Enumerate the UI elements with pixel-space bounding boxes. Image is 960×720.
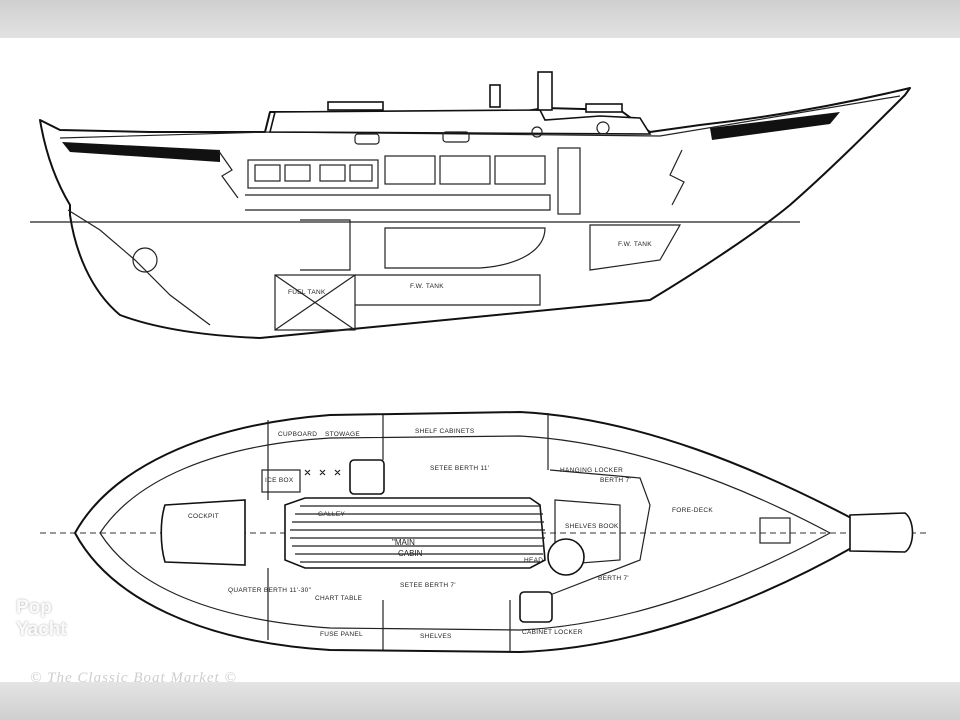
portlight-3 bbox=[531, 126, 543, 138]
head-sink bbox=[519, 591, 553, 623]
cabinets-shelf bbox=[439, 155, 491, 185]
sheer-stripe-aft bbox=[62, 142, 220, 162]
label-stowage: STOWAGE bbox=[325, 431, 360, 438]
ventilator bbox=[489, 84, 501, 108]
label-shelves-book: SHELVES BOOK bbox=[565, 523, 619, 530]
cockpit-well bbox=[160, 499, 246, 566]
main-berth-profile bbox=[384, 227, 546, 269]
head-toilet bbox=[547, 538, 585, 576]
break-mark bbox=[669, 149, 685, 206]
hull-profile-outline bbox=[39, 87, 911, 339]
portlight-2 bbox=[442, 131, 470, 143]
fw-tank-bow bbox=[589, 224, 682, 271]
label-fw-tank: F.W. TANK bbox=[410, 283, 444, 290]
hatch-fwd bbox=[585, 103, 623, 113]
galley-locker bbox=[300, 219, 351, 271]
label-settee-berth-top: SETEE BERTH 11' bbox=[430, 465, 489, 472]
portlight-1 bbox=[354, 133, 380, 145]
top-frame-bar bbox=[0, 0, 960, 38]
profile-view: FUEL TANK F.W. TANK F.W. TANK bbox=[30, 71, 911, 339]
fuel-tank-box bbox=[274, 274, 356, 331]
label-berth-bottom: BERTH 7' bbox=[598, 575, 629, 582]
bowsprit bbox=[849, 512, 914, 553]
label-settee-berth-bottom: SETEE BERTH 7' bbox=[400, 582, 456, 589]
cabinet-door bbox=[319, 164, 346, 182]
anchor-well bbox=[759, 517, 791, 544]
copyright-caption: © The Classic Boat Market © bbox=[30, 670, 237, 686]
label-quarter-berth: QUARTER BERTH 11'-30" bbox=[228, 587, 312, 594]
label-fw-tank-bow: F.W. TANK bbox=[618, 241, 652, 248]
hanging-locker-door bbox=[557, 147, 581, 215]
boat-plan-drawing: FUEL TANK F.W. TANK F.W. TANK bbox=[0, 38, 960, 682]
label-fuse-panel: FUSE PANEL bbox=[320, 631, 363, 638]
bottom-frame-bar bbox=[0, 682, 960, 720]
forward-cabin-wall bbox=[549, 469, 651, 596]
hatch-aft bbox=[327, 101, 384, 111]
cabinets-aft bbox=[247, 159, 379, 189]
stove-burners bbox=[304, 469, 341, 476]
cabinet-door bbox=[284, 164, 311, 182]
label-cupboard: CUPBOARD bbox=[278, 431, 317, 438]
label-berth-top: BERTH 7' bbox=[600, 477, 631, 484]
label-shelves: SHELVES bbox=[420, 633, 452, 640]
label-cabinet-locker: CABINET LOCKER bbox=[522, 629, 583, 636]
plan-view: CUPBOARD STOWAGE SHELF CABINETS SETEE BE… bbox=[40, 411, 930, 653]
label-chart-table: CHART TABLE bbox=[315, 595, 363, 602]
watermark-line-1: Pop bbox=[16, 597, 52, 618]
boat-plan-svg: FUEL TANK F.W. TANK F.W. TANK bbox=[30, 71, 930, 653]
mast-step bbox=[537, 71, 553, 111]
settee-line bbox=[245, 194, 551, 211]
label-shelf-cabinets: SHELF CABINETS bbox=[415, 428, 475, 435]
ice-box bbox=[261, 469, 301, 493]
label-cockpit: COCKPIT bbox=[188, 513, 219, 520]
cabinets-mid bbox=[384, 155, 436, 185]
propeller bbox=[132, 247, 158, 273]
deck-line bbox=[59, 95, 901, 139]
portlight-4 bbox=[596, 121, 610, 135]
cabinet-door bbox=[349, 164, 373, 182]
label-main: "MAIN bbox=[392, 538, 415, 547]
rudder-line bbox=[67, 209, 211, 326]
fuel-tank-cross bbox=[274, 274, 356, 331]
sole-planking bbox=[290, 505, 545, 563]
label-cabin: CABIN bbox=[398, 549, 423, 558]
cabin-sole bbox=[284, 497, 546, 569]
sheer-stripe-fwd bbox=[710, 112, 840, 140]
galley-sink bbox=[349, 459, 385, 495]
label-ice-box: ICE BOX bbox=[265, 477, 294, 484]
watermark-line-2: Yacht bbox=[16, 619, 67, 640]
cabin-house bbox=[268, 109, 652, 135]
keel-tank bbox=[355, 274, 541, 306]
break-mark bbox=[217, 149, 239, 199]
label-galley: GALLEY bbox=[318, 511, 345, 518]
cabinets-fwd bbox=[494, 155, 546, 185]
label-head: HEAD bbox=[524, 557, 543, 564]
pop-yacht-watermark: Pop Yacht bbox=[16, 597, 67, 641]
deck-edge-plan bbox=[99, 435, 832, 631]
label-hanging-locker: HANGING LOCKER bbox=[560, 467, 623, 474]
label-foredeck: FORE-DECK bbox=[672, 507, 713, 514]
cabinet-door bbox=[254, 164, 281, 182]
label-fuel-tank: FUEL TANK bbox=[288, 289, 326, 296]
